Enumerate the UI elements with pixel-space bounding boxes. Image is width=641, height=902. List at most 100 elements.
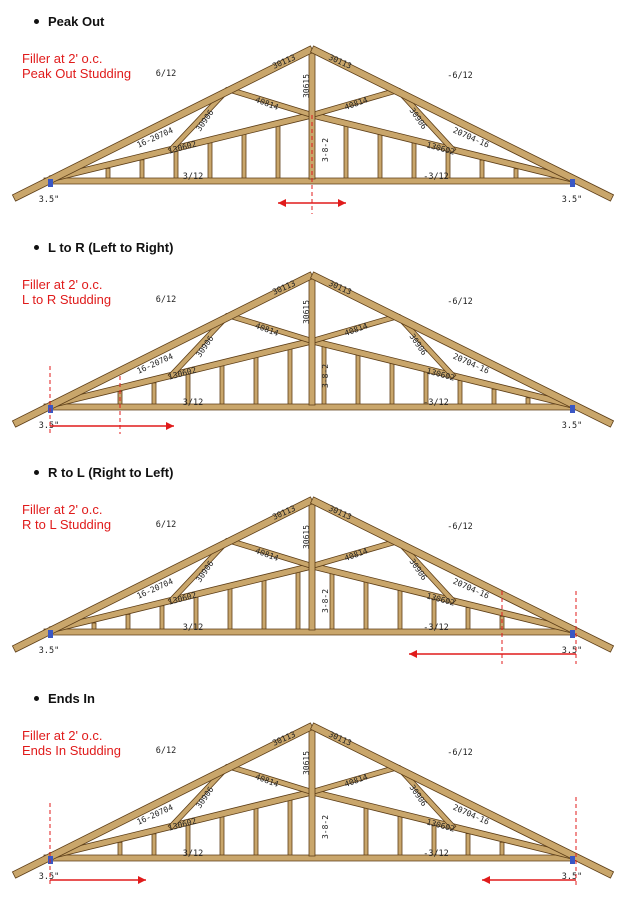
filler-note: Filler at 2' o.c. Peak Out Studding: [22, 51, 131, 81]
top-chord-left: [11, 496, 315, 653]
section-peak-out: Peak Out Filler at 2' o.c. Peak Out Stud…: [0, 0, 641, 225]
bearing-right-label: 3.5": [562, 421, 582, 431]
filler-stud: [287, 348, 293, 406]
bottom-pitch-left-label: 3/12: [183, 623, 203, 633]
top-chord-right: [309, 496, 615, 653]
bottom-pitch-right-label: -3/12: [423, 623, 449, 633]
filler-stud: [295, 571, 301, 631]
section-heading-text: L to R (Left to Right): [48, 240, 174, 255]
bottom-pitch-right-label: -3/12: [423, 849, 449, 859]
bullet-icon: [34, 245, 39, 251]
filler-stud: [219, 365, 225, 406]
top-chord-right: [309, 45, 615, 202]
king-post-label: 30615: [302, 525, 311, 549]
top-chord-right-label: 30113: [327, 504, 353, 522]
section-heading-text: R to L (Right to Left): [48, 465, 174, 480]
web-right-label: 40814: [343, 95, 369, 112]
filler-stud: [139, 159, 145, 180]
section-heading-text: Peak Out: [48, 14, 105, 29]
pitch-right-label: -6/12: [447, 748, 473, 758]
bearing-right-label: 3.5": [562, 872, 582, 882]
top-chord-left: [11, 722, 315, 879]
filler-stud: [513, 168, 519, 180]
bearing-left-label: 3.5": [39, 646, 59, 656]
bottom-pitch-left-label: 3/12: [183, 172, 203, 182]
bearing-left-label: 3.5": [39, 421, 59, 431]
filler-stud: [151, 833, 157, 857]
web-left-label: 40814: [254, 546, 280, 563]
height-dimension-label: 3-8-2: [321, 815, 330, 839]
filler-stud: [465, 607, 471, 631]
filler-stud: [151, 382, 157, 406]
top-chord-left-label: 30113: [271, 279, 297, 297]
king-post-label: 30615: [302, 751, 311, 775]
filler-stud: [465, 833, 471, 857]
pitch-left-label: 6/12: [156, 746, 176, 756]
bottom-pitch-left-label: 3/12: [183, 398, 203, 408]
filler-stud: [343, 125, 349, 180]
lower-right-label: 130602: [426, 591, 456, 607]
section-heading: L to R (Left to Right): [34, 240, 173, 255]
bearing-right-icon: [570, 630, 575, 638]
filler-stud: [499, 841, 505, 857]
bearing-left-icon: [48, 179, 53, 187]
filler-stud: [125, 613, 131, 631]
filler-stud: [261, 579, 267, 631]
web-right-label: 40814: [343, 321, 369, 338]
top-chord-left-label: 30113: [271, 730, 297, 748]
bottom-pitch-right-label: -3/12: [423, 398, 449, 408]
filler-stud: [389, 362, 395, 406]
pitch-left-label: 6/12: [156, 295, 176, 305]
section-heading: R to L (Right to Left): [34, 465, 173, 480]
filler-stud: [227, 588, 233, 631]
filler-stud: [117, 841, 123, 857]
arrow-head-left-icon: [409, 650, 417, 658]
lower-right-label: 130602: [426, 366, 456, 382]
height-dimension-label: 3-8-2: [321, 589, 330, 613]
bearing-right-icon: [570, 179, 575, 187]
filler-stud: [397, 815, 403, 857]
pitch-left-label: 6/12: [156, 69, 176, 79]
lower-left-label: 130602: [167, 365, 197, 381]
bearing-right-label: 3.5": [562, 195, 582, 205]
web-right-label: 40814: [343, 772, 369, 789]
filler-stud: [241, 133, 247, 180]
bottom-pitch-right-label: -3/12: [423, 172, 449, 182]
lower-left-label: 130602: [167, 590, 197, 606]
top-chord-right-label: 30113: [327, 730, 353, 748]
filler-stud: [355, 354, 361, 406]
top-chord-left-label: 30113: [271, 504, 297, 522]
top-chord-right-label: 30113: [327, 53, 353, 71]
web-right-label: 40814: [343, 546, 369, 563]
bullet-icon: [34, 696, 39, 702]
filler-note-line-1: Filler at 2' o.c.: [22, 502, 103, 517]
bearing-right-icon: [570, 405, 575, 413]
filler-note: Filler at 2' o.c. R to L Studding: [22, 502, 111, 532]
filler-stud: [253, 356, 259, 406]
filler-stud: [479, 159, 485, 180]
filler-note-line-2: L to R Studding: [22, 292, 112, 307]
filler-stud: [363, 807, 369, 857]
filler-note-line-2: R to L Studding: [22, 517, 112, 532]
filler-stud: [491, 388, 497, 406]
pitch-right-label: -6/12: [447, 522, 473, 532]
section-right-to-left: R to L (Right to Left) Filler at 2' o.c.…: [0, 451, 641, 676]
king-post: [308, 729, 316, 857]
filler-stud: [377, 133, 383, 180]
bearing-left-label: 3.5": [39, 195, 59, 205]
filler-stud: [173, 150, 179, 180]
filler-stud: [253, 807, 259, 857]
section-ends-in: Ends In Filler at 2' o.c. Ends In Studdi…: [0, 677, 641, 902]
king-post: [308, 503, 316, 631]
height-dimension-label: 3-8-2: [321, 364, 330, 388]
bearing-left-icon: [48, 630, 53, 638]
section-heading: Ends In: [34, 691, 95, 706]
bottom-pitch-left-label: 3/12: [183, 849, 203, 859]
bearing-right-icon: [570, 856, 575, 864]
top-chord-right: [309, 271, 615, 428]
filler-stud: [287, 799, 293, 857]
filler-note-line-1: Filler at 2' o.c.: [22, 728, 103, 743]
